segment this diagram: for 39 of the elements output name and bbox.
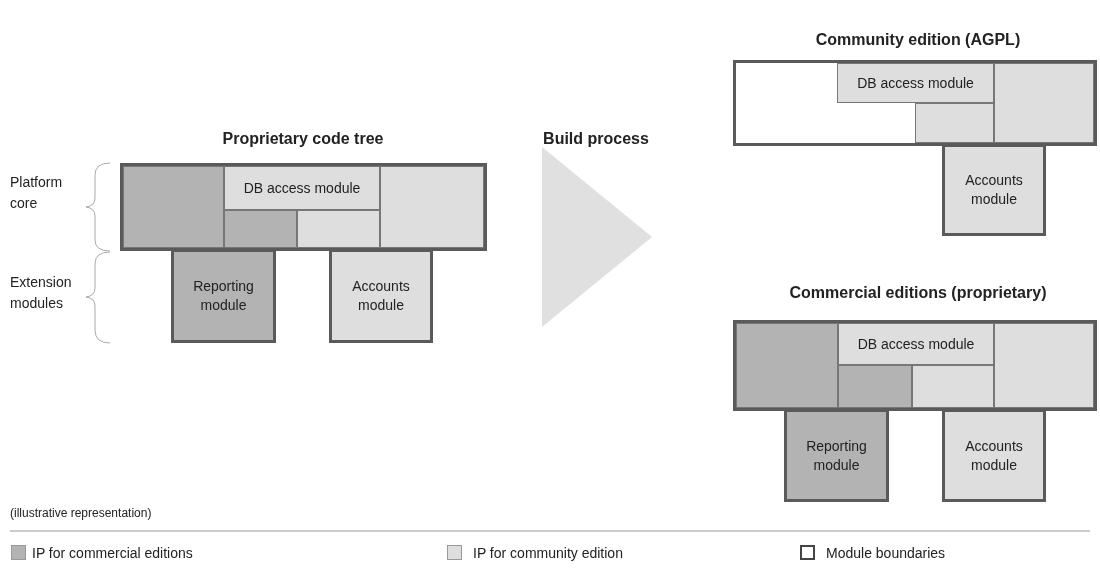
block-fill — [994, 323, 1094, 408]
heading: Build process — [542, 129, 650, 149]
legend-label: Module boundaries — [826, 544, 946, 563]
module-box — [171, 249, 276, 343]
module-box — [942, 144, 1046, 236]
block-fill — [838, 365, 912, 408]
note: Extension modules — [10, 273, 73, 313]
note: (illustrative representation) — [10, 505, 153, 522]
legend-label: IP for commercial editions — [32, 544, 193, 563]
frame-box — [120, 163, 487, 251]
block-fill — [736, 323, 838, 408]
module-box — [838, 323, 994, 365]
note: Platform core — [10, 173, 64, 213]
module-box — [942, 409, 1046, 502]
frame-box — [733, 60, 1097, 146]
block-fill — [915, 103, 994, 143]
module-name: Reporting module — [805, 436, 868, 475]
module-box — [784, 409, 889, 502]
block-fill — [380, 166, 484, 248]
heading: Proprietary code tree — [221, 129, 385, 149]
block-fill — [297, 210, 380, 248]
module-name: Reporting module — [192, 277, 255, 315]
module-name: DB access module — [856, 73, 975, 93]
module-name: DB access module — [856, 334, 976, 354]
module-box — [224, 166, 380, 210]
module-name: Accounts module — [964, 436, 1024, 475]
block-fill — [224, 210, 297, 248]
block-fill — [123, 166, 224, 248]
module-name: Accounts module — [351, 277, 411, 315]
legend-label: IP for community edition — [473, 544, 623, 563]
module-box — [837, 63, 994, 103]
block-fill — [994, 63, 1094, 143]
heading: Community edition (AGPL) — [814, 30, 1022, 50]
block-fill — [912, 365, 994, 408]
module-box — [329, 249, 433, 343]
module-name: DB access module — [242, 178, 362, 198]
heading: Commercial editions (proprietary) — [788, 283, 1048, 303]
module-name: Accounts module — [964, 171, 1024, 209]
frame-box — [733, 320, 1097, 411]
